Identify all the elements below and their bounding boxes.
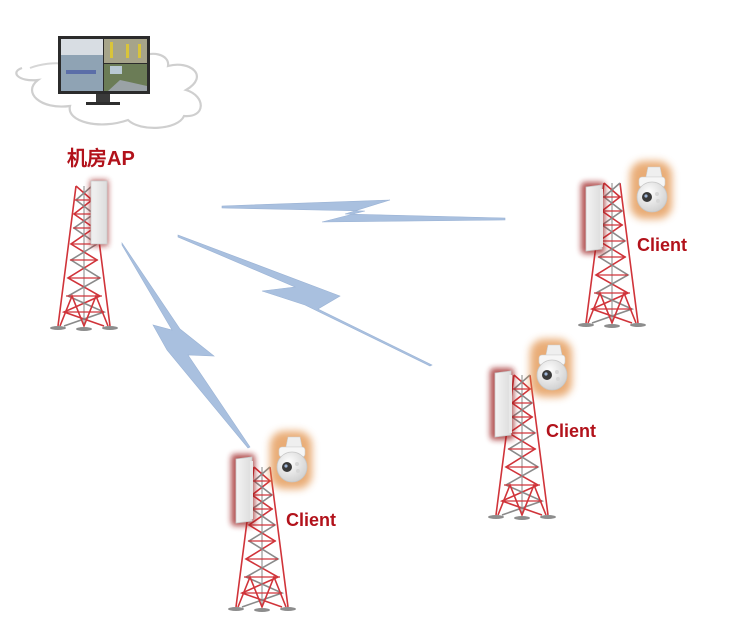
cpe-antenna-icon	[90, 180, 108, 246]
cpe-antenna-icon	[584, 185, 624, 265]
cpe-antenna-icon	[234, 457, 274, 537]
cpe-antenna-icon	[493, 371, 533, 451]
ptz-camera-icon	[532, 341, 582, 405]
client-label: Client	[546, 421, 597, 441]
ap-label: 机房AP	[67, 148, 135, 170]
client-label: Client	[286, 510, 337, 530]
ptz-camera-icon	[632, 163, 682, 227]
client-node-right-top: Client	[560, 155, 710, 345]
client-node-bottom-left: Client	[220, 425, 360, 630]
lightning-signal-icon	[121, 242, 251, 449]
lightning-signal-icon	[177, 234, 433, 367]
lightning-signal-icon	[221, 199, 506, 223]
client-label: Client	[637, 235, 688, 255]
ap-site: 机房AP	[0, 0, 220, 340]
monitor-icon	[58, 36, 150, 105]
ptz-camera-icon	[272, 433, 322, 497]
client-node-right-middle: Client	[480, 335, 615, 530]
